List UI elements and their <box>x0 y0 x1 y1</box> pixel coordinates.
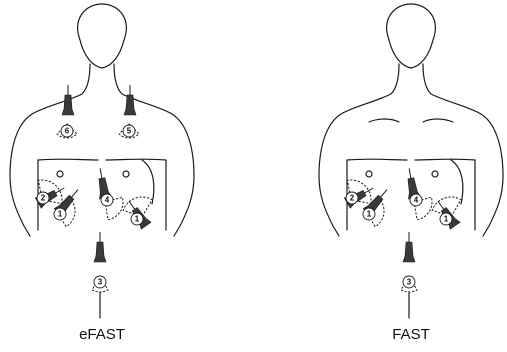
probe-site-suprapubic: 3 <box>92 232 108 292</box>
probe-number-label: 1 <box>58 210 63 219</box>
probe-number-label: 2 <box>41 194 46 203</box>
probe-handle <box>124 95 136 115</box>
probe-number-label: 4 <box>105 196 110 205</box>
probe-handle <box>94 242 106 262</box>
probe-site-left-upper-quadrant: 1 <box>123 197 152 229</box>
efast-figure: 1 2 1 4 3 5 6 <box>10 4 194 318</box>
torso-line <box>78 4 127 68</box>
torso-line <box>387 4 436 68</box>
probe-site-left-upper-quadrant: 1 <box>432 197 461 229</box>
probe-site-subxiphoid: 4 <box>403 167 432 219</box>
probe-number-label: 5 <box>127 127 132 136</box>
ultrasound-probe-icon <box>403 232 415 262</box>
probe-site-right-anterior-chest: 6 <box>57 85 77 138</box>
probe-cable <box>72 190 78 198</box>
probe-cable <box>381 190 387 198</box>
torso-line <box>347 159 475 160</box>
fast-caption: FAST <box>331 326 491 343</box>
ultrasound-probe-icon <box>124 85 136 115</box>
probe-site-subxiphoid: 4 <box>94 167 123 219</box>
probe-number-label: 1 <box>367 210 372 219</box>
clavicle-line <box>423 119 453 122</box>
probe-number-label: 4 <box>414 196 419 205</box>
nipple-mark <box>432 171 438 177</box>
clavicle-line <box>369 119 399 122</box>
probe-site-left-anterior-chest: 5 <box>119 85 139 138</box>
ultrasound-probe-icon <box>62 85 74 115</box>
nipple-mark <box>123 171 129 177</box>
ultrasound-probe-icon <box>94 232 106 262</box>
torso-line <box>10 64 90 236</box>
probe-number-label: 2 <box>350 194 355 203</box>
probe-number-label: 6 <box>65 127 70 136</box>
torso-line <box>38 159 166 160</box>
probe-number-label: 1 <box>135 215 140 224</box>
torso-line <box>319 64 399 236</box>
nipple-mark <box>366 171 372 177</box>
probe-number-label: 3 <box>98 278 103 287</box>
nipple-mark <box>57 171 63 177</box>
probe-cable <box>100 168 102 178</box>
efast-caption: eFAST <box>22 326 182 343</box>
probe-handle <box>403 242 415 262</box>
probe-cable <box>409 168 411 178</box>
fast-figure: 1 2 1 4 3 <box>319 4 503 318</box>
probe-number-label: 3 <box>407 278 412 287</box>
probe-site-suprapubic: 3 <box>401 232 417 292</box>
probe-number-label: 1 <box>444 215 449 224</box>
